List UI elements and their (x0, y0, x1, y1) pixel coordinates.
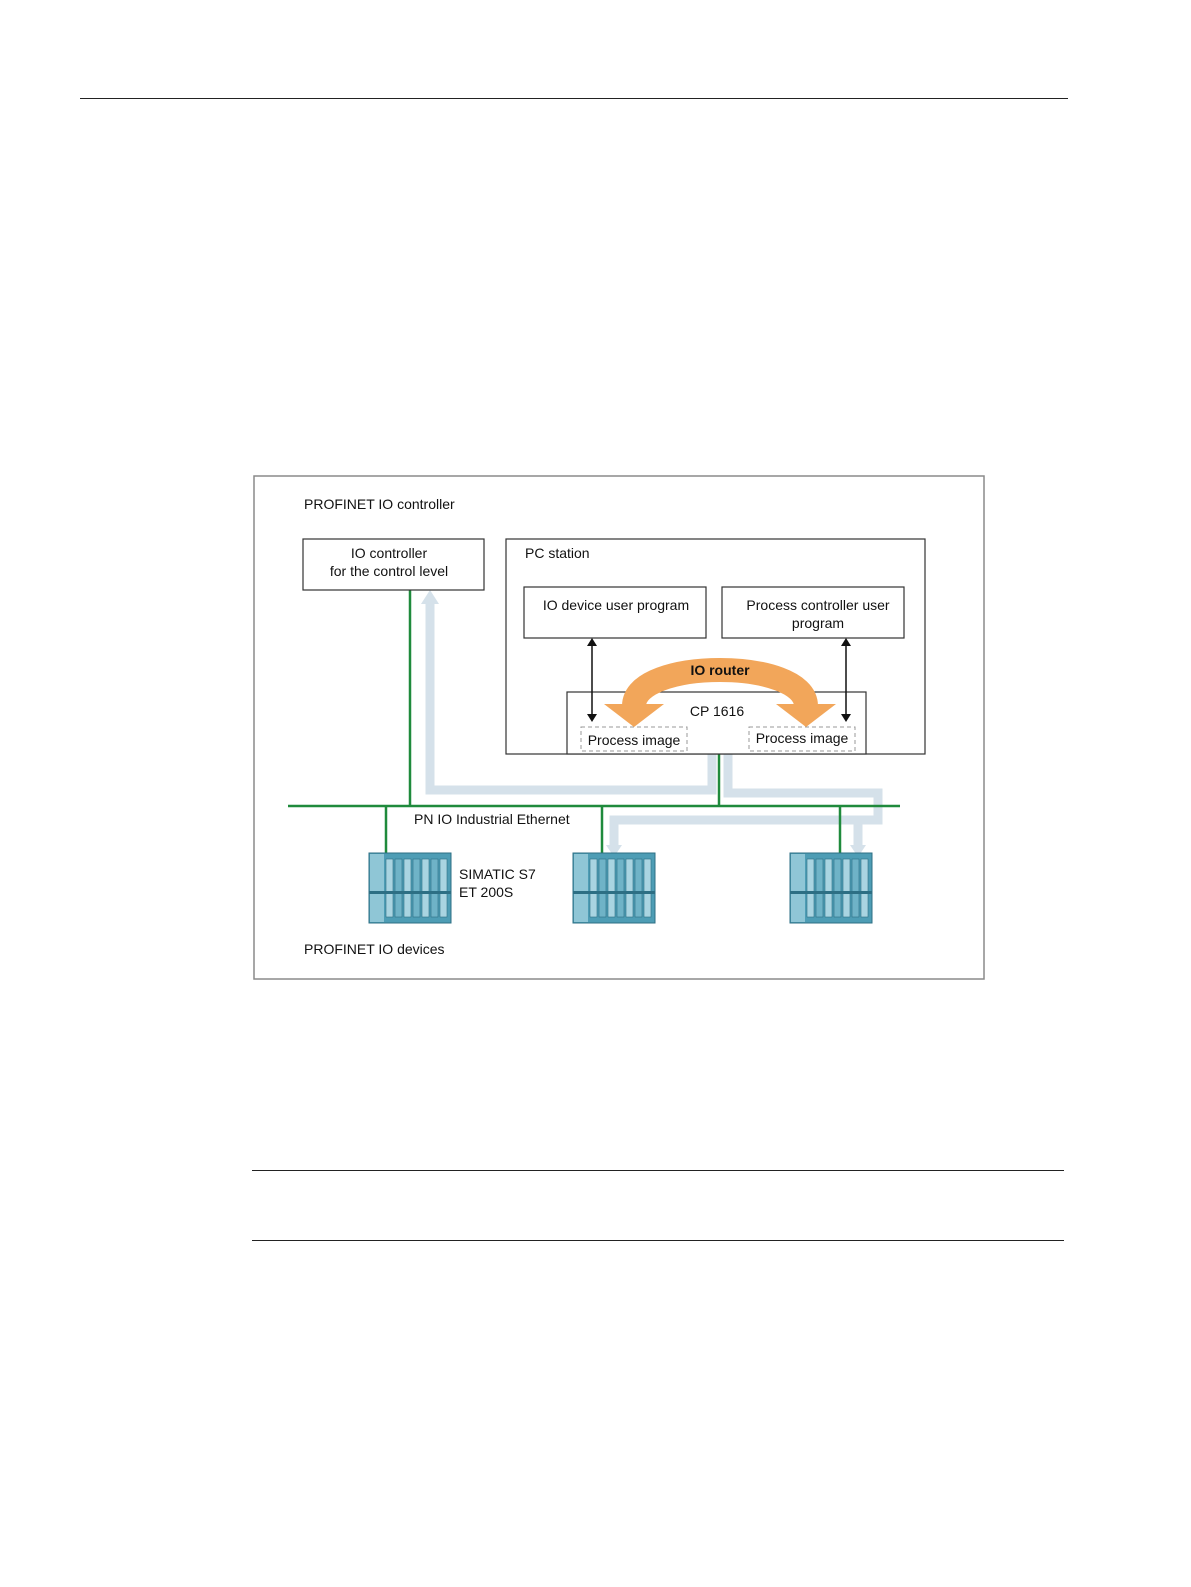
process-controller-user-program-line2: program (792, 615, 844, 631)
et200s-device-icon (369, 853, 451, 923)
io-router-label: IO router (690, 662, 750, 678)
device-label-line1: SIMATIC S7 (459, 866, 536, 882)
et200s-device-icon (790, 853, 872, 923)
et200s-device-icon (573, 853, 655, 923)
note-top-rule (252, 1170, 1064, 1171)
process-controller-user-program-line1: Process controller user (746, 597, 890, 613)
controller-section-label: PROFINET IO controller (304, 496, 455, 512)
note-bottom-rule (252, 1240, 1064, 1241)
process-image-right-label: Process image (756, 730, 849, 746)
io-controller-line1: IO controller (351, 545, 428, 561)
io-controller-line2: for the control level (330, 563, 448, 579)
io-device-user-program-label: IO device user program (543, 597, 689, 613)
devices-section-label: PROFINET IO devices (304, 941, 445, 957)
cp1616-label: CP 1616 (690, 703, 744, 719)
device-label-line2: ET 200S (459, 884, 513, 900)
process-image-left-label: Process image (588, 732, 681, 748)
network-label: PN IO Industrial Ethernet (414, 811, 570, 827)
pc-station-label: PC station (525, 545, 590, 561)
profinet-io-devices (369, 853, 872, 923)
